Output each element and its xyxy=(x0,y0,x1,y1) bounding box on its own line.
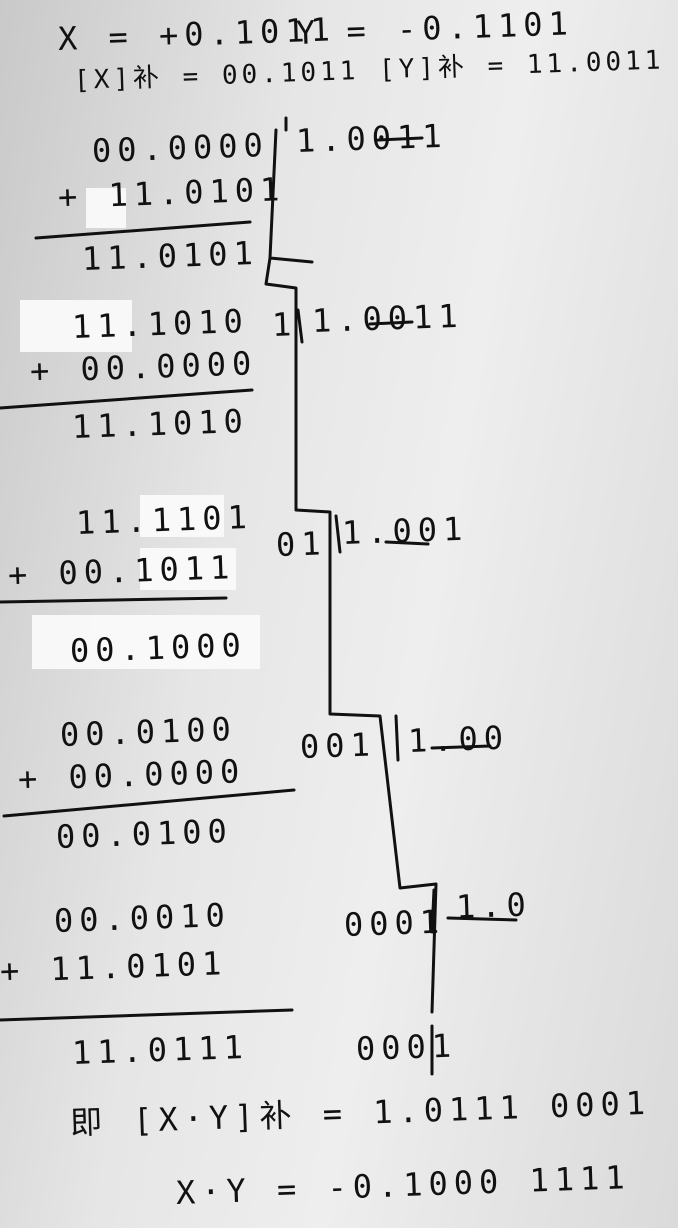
mq-underline xyxy=(446,916,518,922)
mq-underline xyxy=(430,744,492,750)
mq-underline xyxy=(384,540,430,546)
sum-bar xyxy=(0,596,228,604)
sum-bar xyxy=(0,1008,294,1022)
sum-bar xyxy=(34,220,252,240)
correction-patch xyxy=(32,615,260,669)
sum-bar xyxy=(0,388,254,410)
sum-bar xyxy=(2,788,296,818)
correction-patch xyxy=(140,548,236,590)
staircase-divider xyxy=(264,128,438,1014)
correction-patch xyxy=(20,300,132,352)
mq-underline xyxy=(376,136,424,142)
correction-patch xyxy=(86,188,126,228)
correction-patch xyxy=(140,495,224,537)
mq-underline xyxy=(368,320,414,326)
